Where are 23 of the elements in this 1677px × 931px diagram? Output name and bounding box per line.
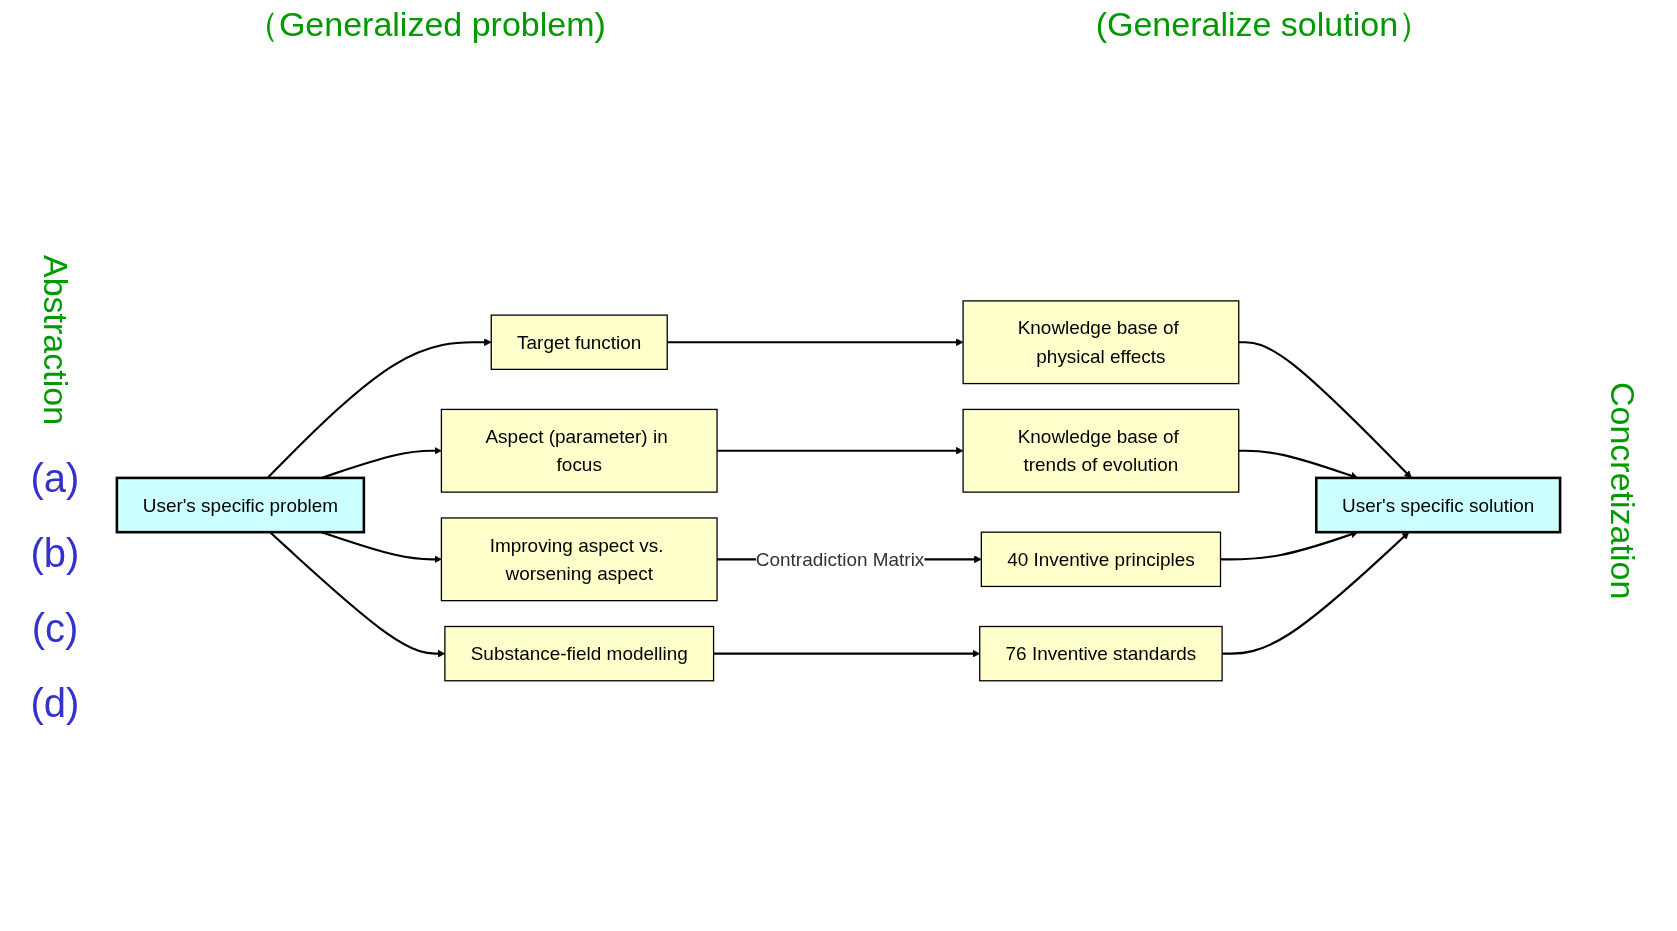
node-box: 76 Inventive standards xyxy=(979,625,1223,682)
node-box: User's specific problem xyxy=(115,476,366,534)
node-box: 40 Inventive principles xyxy=(980,531,1222,587)
arrow xyxy=(717,446,964,455)
node-box: User's specific solution xyxy=(1315,476,1562,534)
node-box: Knowledge base of physical effects xyxy=(962,299,1240,384)
level-label: (c) xyxy=(31,605,79,651)
node-box: Substance-field modelling xyxy=(444,625,715,682)
node-box: Knowledge base of trends of evolution xyxy=(962,408,1240,493)
level-label: (b) xyxy=(30,530,80,576)
node-box: Improving aspect vs. worsening aspect xyxy=(440,517,718,601)
side-label: Abstraction xyxy=(35,255,75,426)
arrow xyxy=(667,338,964,346)
column-heading: (Generalize solution） xyxy=(1095,4,1433,45)
level-label: (d) xyxy=(30,680,80,726)
column-heading: （Generalized problem) xyxy=(244,4,606,45)
side-label: Concretization xyxy=(1602,381,1642,600)
arrow xyxy=(1238,340,1412,478)
level-label: (a) xyxy=(30,455,80,501)
node-box: Aspect (parameter) in focus xyxy=(440,408,718,493)
edge-label: Contradiction Matrix xyxy=(755,548,925,570)
arrow xyxy=(1222,531,1410,655)
node-box: Target function xyxy=(490,314,668,370)
